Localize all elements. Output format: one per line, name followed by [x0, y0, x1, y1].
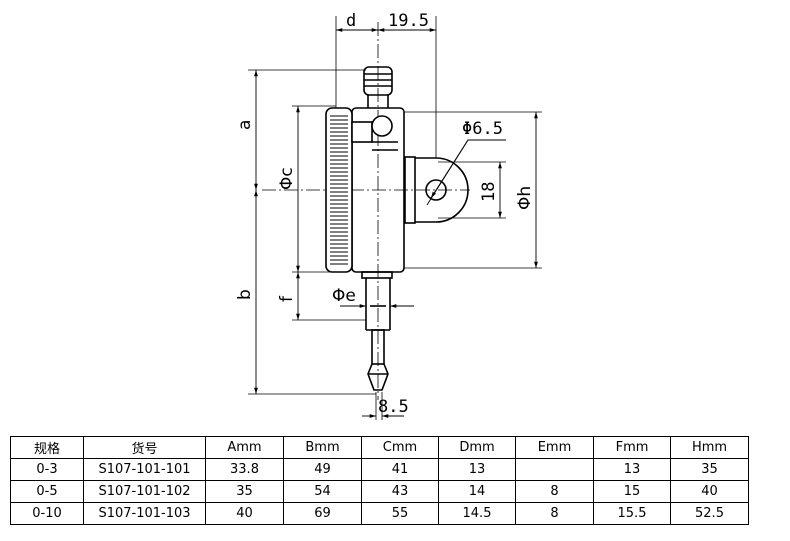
back-lug — [415, 157, 469, 223]
table-cell: 0-3 — [10, 458, 84, 481]
label-c: Φc — [277, 167, 297, 190]
table-header: Cmm — [361, 436, 439, 459]
table-cell: 69 — [283, 502, 362, 525]
table-cell: 35 — [670, 458, 749, 481]
table-row: 0-5 S107-101-102 35 54 43 14 8 15 40 — [10, 480, 749, 503]
table-header: Hmm — [670, 436, 749, 459]
label-f: f — [277, 295, 297, 302]
table-header: Fmm — [593, 436, 671, 459]
table-header: 货号 — [83, 436, 206, 459]
table-header: 规格 — [10, 436, 84, 459]
table-cell — [515, 458, 594, 481]
label-lug: 18 — [479, 182, 499, 202]
label-a: a — [235, 120, 255, 130]
table-cell: 14.5 — [438, 502, 516, 525]
table-cell: 0-10 — [10, 502, 84, 525]
table-cell: 33.8 — [205, 458, 284, 481]
label-e: Φe — [332, 286, 356, 306]
table-header: Bmm — [283, 436, 362, 459]
table-header: Amm — [205, 436, 284, 459]
label-width: 19.5 — [388, 11, 429, 31]
table-cell: S107-101-101 — [83, 458, 206, 481]
stem-cap — [363, 66, 393, 108]
table-cell: 13 — [438, 458, 516, 481]
label-tip: 8.5 — [378, 397, 409, 417]
table-cell: 8 — [515, 480, 594, 503]
table-cell: 55 — [361, 502, 439, 525]
table-row: 0-10 S107-101-103 40 69 55 14.5 8 15.5 5… — [10, 502, 749, 525]
table-cell: 8 — [515, 502, 594, 525]
table-cell: S107-101-103 — [83, 502, 206, 525]
screw-knob — [351, 115, 393, 143]
dial-indicator-drawing: d 19.5 a b Φc f Φe Φ6.5 18 Φh 8.5 — [235, 11, 542, 420]
dimension-lines — [254, 28, 538, 418]
table-cell: 35 — [205, 480, 284, 503]
table-cell: 13 — [593, 458, 671, 481]
knurl-hatching — [330, 115, 348, 265]
spec-table: 规格 货号 Amm Bmm Cmm Dmm Emm Fmm Hmm 0-3 S1… — [10, 436, 749, 525]
label-b: b — [235, 289, 255, 300]
table-cell: 49 — [283, 458, 362, 481]
label-d: d — [346, 11, 356, 31]
table-cell: 41 — [361, 458, 439, 481]
table-header-row: 规格 货号 Amm Bmm Cmm Dmm Emm Fmm Hmm — [10, 436, 749, 459]
table-cell: 15 — [593, 480, 671, 503]
table-header: Emm — [515, 436, 594, 459]
label-h: Φh — [515, 186, 535, 210]
knurled-bezel — [325, 107, 353, 273]
extension-lines — [248, 16, 542, 420]
table-cell: 54 — [283, 480, 362, 503]
table-cell: 14 — [438, 480, 516, 503]
table-cell: 0-5 — [10, 480, 84, 503]
table-cell: 15.5 — [593, 502, 671, 525]
table-cell: 40 — [205, 502, 284, 525]
table-cell: 52.5 — [670, 502, 749, 525]
center-lines — [262, 22, 470, 400]
table-cell: 43 — [361, 480, 439, 503]
table-cell: S107-101-102 — [83, 480, 206, 503]
contact-stem — [361, 271, 393, 391]
label-hole: Φ6.5 — [462, 119, 503, 139]
table-cell: 40 — [670, 480, 749, 503]
table-row: 0-3 S107-101-101 33.8 49 41 13 13 35 — [10, 458, 749, 481]
table-header: Dmm — [438, 436, 516, 459]
